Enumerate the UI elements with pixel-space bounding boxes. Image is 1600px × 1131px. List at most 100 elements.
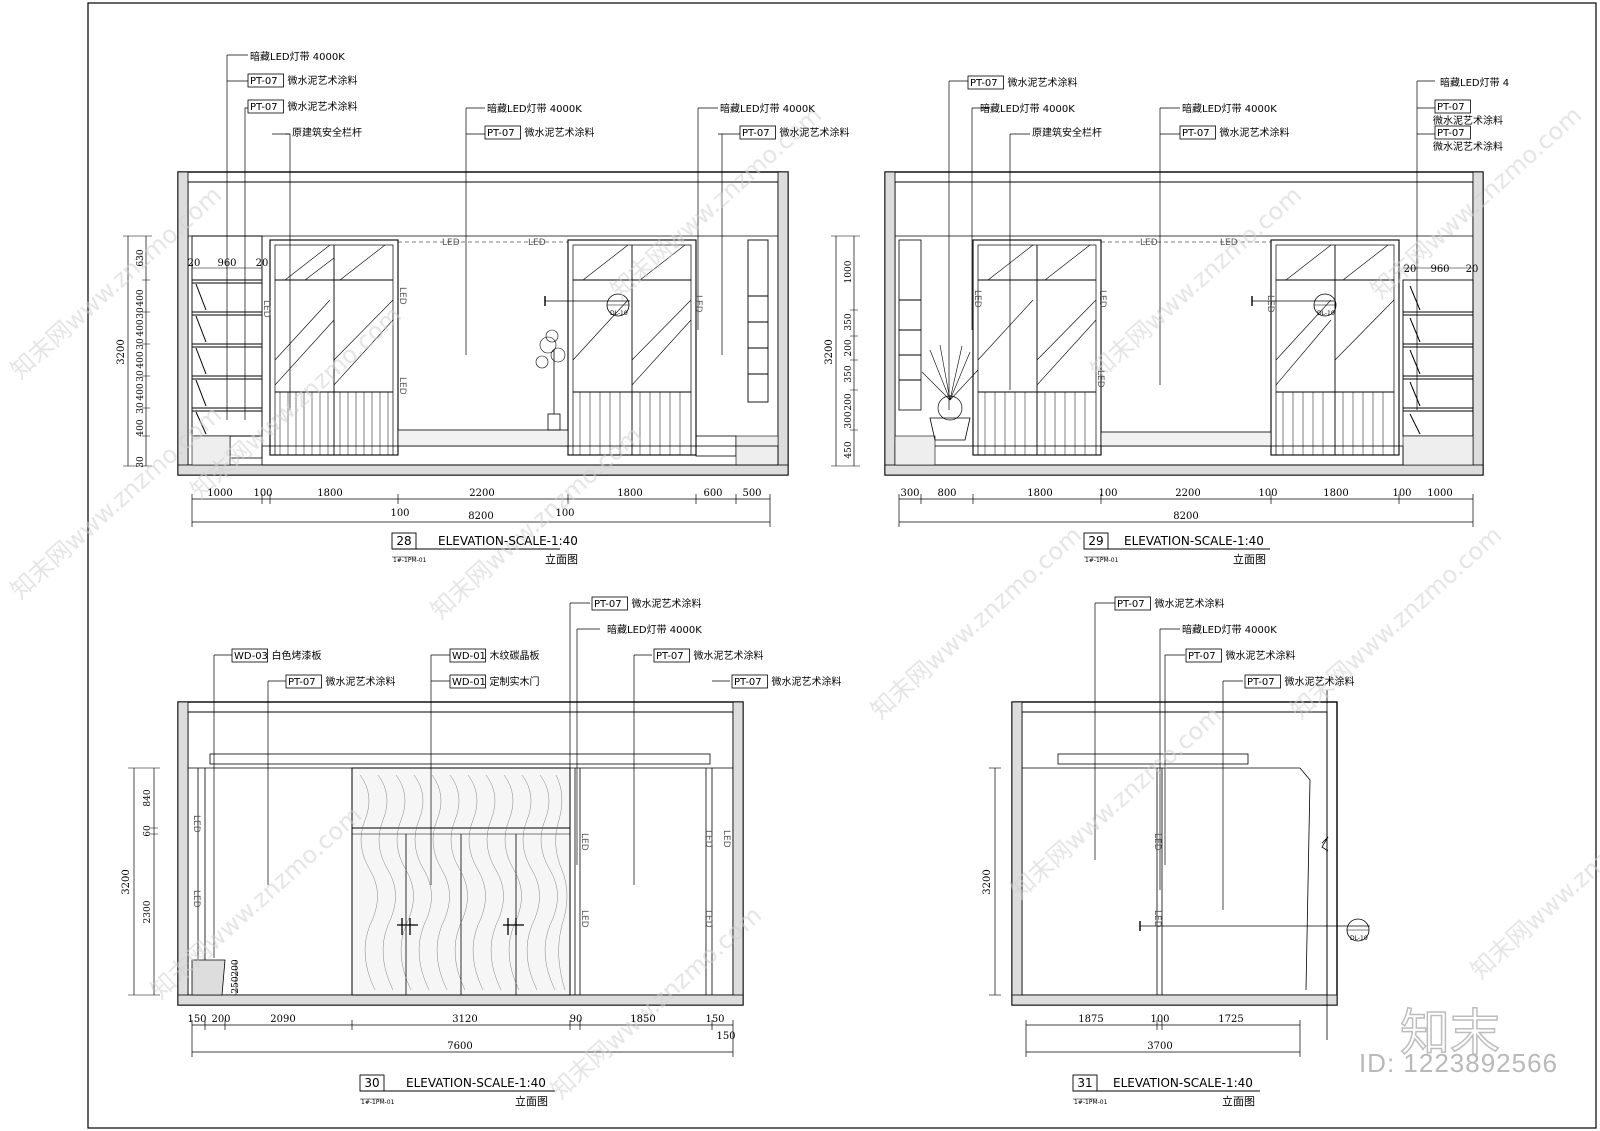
dim-label: 100 bbox=[555, 508, 574, 519]
elevation-30 bbox=[128, 602, 744, 1100]
material-code-box bbox=[1185, 648, 1222, 663]
dim-label: 400 bbox=[136, 351, 146, 368]
dim-label: 840 bbox=[143, 789, 153, 806]
watermark-text: 知末网www.znzmo.com bbox=[1285, 521, 1507, 725]
callout-text: 微水泥艺术涂料 bbox=[1220, 126, 1290, 139]
elevation-31 bbox=[989, 602, 1370, 1100]
material-code-box bbox=[591, 596, 628, 611]
material-code-box bbox=[484, 125, 521, 140]
view-title: ELEVATION-SCALE-1:40 bbox=[1113, 1076, 1253, 1090]
material-code: PT-07 bbox=[487, 128, 515, 139]
material-code-box bbox=[1434, 125, 1471, 140]
watermark-layer: 知末网www.znzmo.com 知末网www.znzmo.com 知末网www.z… bbox=[5, 101, 1600, 1105]
sheet-ref: 1#-1PM-01 bbox=[393, 557, 427, 564]
dim-label: 30 bbox=[136, 338, 146, 350]
callout-text: 微水泥艺术涂料 bbox=[326, 675, 396, 688]
dim-label: 450 bbox=[844, 441, 854, 458]
dim-label: 30 bbox=[136, 456, 146, 468]
callout-text: 微水泥艺术涂料 bbox=[1226, 649, 1296, 662]
dim-label: 960 bbox=[1430, 264, 1449, 275]
material-code: PT-07 bbox=[594, 599, 622, 610]
view-number: 30 bbox=[364, 1076, 379, 1090]
dim-label: 250 bbox=[231, 976, 241, 993]
dim-label: 200 bbox=[844, 339, 854, 356]
material-code: WD-01 bbox=[452, 677, 486, 688]
dim-label: 400 bbox=[136, 319, 146, 336]
callout-text: 暗藏LED灯带 4000K bbox=[607, 623, 702, 636]
detail-tag: DL-10 bbox=[610, 310, 628, 317]
led-label: LED bbox=[579, 910, 589, 928]
material-code: PT-07 bbox=[250, 102, 278, 113]
dim-label: 1800 bbox=[317, 488, 342, 499]
callout-text: 暗藏LED灯带 4000K bbox=[250, 50, 345, 63]
dim-label: 100 bbox=[1392, 488, 1411, 499]
dim-label: 2090 bbox=[270, 1014, 295, 1025]
view-title: ELEVATION-SCALE-1:40 bbox=[1124, 534, 1264, 548]
material-code-box bbox=[1179, 125, 1216, 140]
led-label: LED bbox=[1095, 370, 1105, 388]
callout-text: 暗藏LED灯带 4 bbox=[1440, 76, 1509, 89]
material-code-box bbox=[739, 125, 776, 140]
dim-label: 400 bbox=[136, 383, 146, 400]
view-number: 31 bbox=[1077, 1076, 1092, 1090]
dim-label: 960 bbox=[217, 258, 236, 269]
view-subtitle: 立面图 bbox=[515, 1094, 548, 1108]
material-code-box bbox=[449, 674, 486, 689]
material-code: WD-03 bbox=[234, 651, 268, 662]
led-label: LED bbox=[972, 290, 982, 308]
sheet-ref: 1#-1PM-01 bbox=[361, 1099, 395, 1106]
callout-text: 微水泥艺术涂料 bbox=[288, 100, 358, 113]
view-title: ELEVATION-SCALE-1:40 bbox=[406, 1076, 546, 1090]
dim-total: 8200 bbox=[468, 511, 493, 522]
callout-text: 暗藏LED灯带 4000K bbox=[980, 102, 1075, 115]
material-code-box bbox=[1244, 674, 1281, 689]
material-code: PT-07 bbox=[1182, 128, 1210, 139]
material-code-box bbox=[731, 674, 768, 689]
material-code: PT-07 bbox=[1188, 651, 1216, 662]
callout-text: 微水泥艺术涂料 bbox=[1433, 114, 1503, 127]
led-label: LED bbox=[397, 377, 407, 395]
led-label: LED bbox=[1220, 238, 1238, 248]
material-code-box bbox=[1114, 596, 1151, 611]
led-label: LED bbox=[721, 830, 731, 848]
dim-label: 100 bbox=[253, 488, 272, 499]
elevation-29 bbox=[831, 80, 1484, 558]
dim-label: 1725 bbox=[1218, 1014, 1243, 1025]
callout-text: 微水泥艺术涂料 bbox=[1285, 675, 1355, 688]
dim-label: 60 bbox=[143, 825, 153, 837]
led-label: LED bbox=[1140, 238, 1158, 248]
led-label: LED bbox=[1265, 295, 1275, 313]
dim-label: 100 bbox=[390, 508, 409, 519]
watermark-text: 知末网www.znzmo.com bbox=[1465, 781, 1600, 985]
material-code: PT-07 bbox=[734, 677, 762, 688]
led-label: LED bbox=[442, 238, 460, 248]
dim-label: 20 bbox=[1404, 264, 1417, 275]
dim-label: 1875 bbox=[1078, 1014, 1103, 1025]
material-code: PT-07 bbox=[288, 677, 316, 688]
sheet-ref: 1#-1PM-01 bbox=[1085, 557, 1119, 564]
dim-label: 20 bbox=[256, 258, 269, 269]
material-code: PT-07 bbox=[1247, 677, 1275, 688]
dim-total: 7600 bbox=[447, 1041, 472, 1052]
dim-label: 2200 bbox=[1175, 488, 1200, 499]
dim-label: 100 bbox=[1150, 1014, 1169, 1025]
material-code-box bbox=[1434, 99, 1471, 114]
callout-text: 微水泥艺术涂料 bbox=[772, 675, 842, 688]
watermark-text: 知末网www.znzmo.com bbox=[5, 401, 227, 605]
dim-label: 1800 bbox=[1027, 488, 1052, 499]
dim-label: 20 bbox=[1466, 264, 1479, 275]
dim-label: 800 bbox=[937, 488, 956, 499]
dim-label: 400 bbox=[136, 289, 146, 306]
watermark-text: 知末网www.znzmo.com bbox=[865, 521, 1087, 725]
dim-label: 150 bbox=[705, 1014, 724, 1025]
material-code-box bbox=[449, 648, 486, 663]
dim-label: 100 bbox=[1258, 488, 1277, 499]
callout-text: 微水泥艺术涂料 bbox=[1008, 76, 1078, 89]
led-label: LED bbox=[703, 830, 713, 848]
callout-text: 微水泥艺术涂料 bbox=[1155, 597, 1225, 610]
dim-label: 30 bbox=[136, 402, 146, 414]
callout-text: 定制实木门 bbox=[490, 675, 540, 688]
led-label: LED bbox=[579, 833, 589, 851]
dim-label: 600 bbox=[703, 488, 722, 499]
